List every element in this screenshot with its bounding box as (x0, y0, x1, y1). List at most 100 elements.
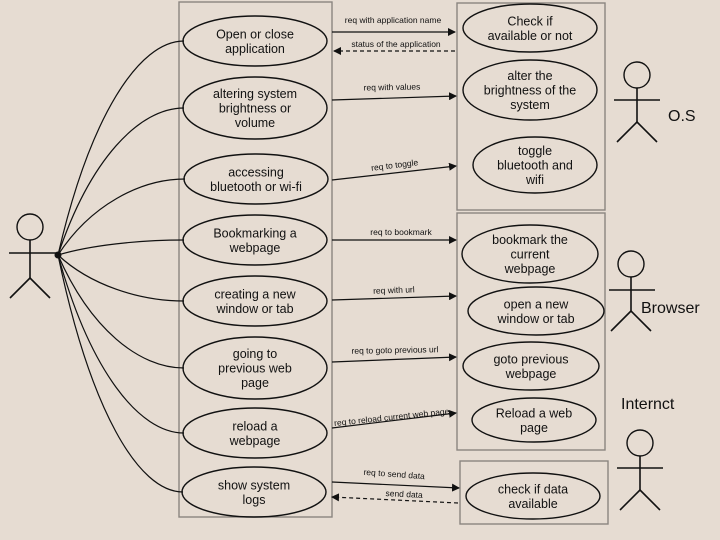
right-use-case-label-line: webpage (504, 262, 556, 276)
right-use-case-label-line: system (510, 98, 550, 112)
left-use-case-label-line: logs (243, 493, 266, 507)
message-arrow (331, 481, 460, 492)
right-use-case-label-line: page (520, 421, 548, 435)
right-use-case-label-line: toggle (518, 144, 552, 158)
left-use-case-label-line: brightness or (219, 102, 291, 116)
os-actor (614, 61, 660, 143)
right-use-case-label-line: available (508, 497, 557, 511)
message-arrow (331, 162, 457, 181)
message-label: req with url (373, 284, 415, 295)
right-use-case: Reload a webpage (471, 397, 597, 443)
association-line (57, 107, 185, 256)
association-line (57, 254, 185, 434)
left-use-case-shape (183, 153, 329, 205)
internet-boundary (459, 460, 609, 525)
right-use-case-shape (461, 224, 599, 284)
right-use-case-label-line: wifi (525, 173, 544, 187)
right-use-case-label-line: current (511, 248, 550, 262)
message-arrow (331, 493, 459, 504)
right-use-case-shape (471, 397, 597, 443)
message-label: req to bookmark (370, 227, 432, 237)
left-use-case-label-line: altering system (213, 87, 297, 101)
message-label: req with application name (345, 15, 442, 25)
left-use-case-label-line: going to (233, 347, 278, 361)
right-use-case-label-line: check if data (498, 482, 568, 496)
right-use-case-label-line: available or not (488, 29, 573, 43)
left-use-case-label-line: window or tab (215, 302, 293, 316)
message-label: req to send data (363, 467, 425, 481)
user-actor (9, 213, 62, 299)
left-use-case-shape (182, 214, 328, 266)
right-use-case-label-line: Check if (507, 14, 553, 28)
right-use-case-label-line: webpage (505, 367, 557, 381)
message-arrow (331, 92, 457, 101)
right-use-case-label-line: open a new (504, 297, 570, 311)
association-line (57, 40, 185, 256)
right-use-case-label-line: window or tab (496, 312, 574, 326)
association-line (57, 239, 185, 256)
message-label: req to reload current web page (334, 406, 450, 428)
left-use-case-label-line: page (241, 376, 269, 390)
association-line (57, 254, 185, 369)
right-use-case-label-line: brightness of the (484, 84, 576, 98)
left-use-case-label-line: volume (235, 116, 275, 130)
message-arrow (331, 292, 457, 301)
right-use-case-shape (467, 286, 605, 336)
left-use-case-shape (181, 466, 327, 518)
browser-actor-label: Browser (641, 300, 700, 317)
browser-actor (609, 250, 655, 332)
left-use-case-label-line: Bookmarking a (213, 226, 296, 240)
left-use-case-shape (182, 15, 328, 67)
left-use-case-label-line: webpage (229, 434, 281, 448)
association-line (57, 254, 184, 493)
association-line (57, 178, 186, 256)
internet-actor (617, 429, 663, 511)
left-use-case-shape (182, 275, 328, 327)
left-use-case-shape (182, 336, 328, 400)
left-use-case-label-line: bluetooth or wi-fi (210, 180, 302, 194)
left-use-case-shape (182, 76, 328, 140)
left-use-case-label-line: reload a (232, 419, 277, 433)
right-use-case-label-line: goto previous (493, 352, 568, 366)
right-use-case-label-line: bookmark the (492, 233, 568, 247)
left-use-case-shape (182, 407, 328, 459)
os-actor-label: O.S (668, 108, 696, 125)
left-use-case-label-line: creating a new (214, 287, 296, 301)
browser-boundary (456, 212, 606, 451)
message-label: req to goto previous url (351, 344, 438, 356)
internet-actor-label: Internct (621, 396, 675, 413)
message-arrow (331, 409, 457, 429)
right-use-case-shape (472, 136, 598, 194)
message-label: send data (385, 488, 423, 500)
left-use-case-label-line: previous web (218, 362, 292, 376)
message-label: req with values (364, 82, 421, 93)
left-use-case-label-line: application (225, 42, 285, 56)
actor-associations (57, 40, 186, 493)
os-boundary (456, 2, 606, 211)
right-use-case-shape (462, 341, 600, 391)
left-use-case-label-line: Open or close (216, 27, 294, 41)
right-use-case-label-line: bluetooth and (497, 159, 573, 173)
association-line (57, 254, 185, 302)
right-use-case-label-line: Reload a web (496, 406, 572, 420)
right-use-case-label-line: alter the (507, 69, 552, 83)
message-arrow (331, 353, 457, 363)
left-use-case-label-line: accessing (228, 165, 284, 179)
